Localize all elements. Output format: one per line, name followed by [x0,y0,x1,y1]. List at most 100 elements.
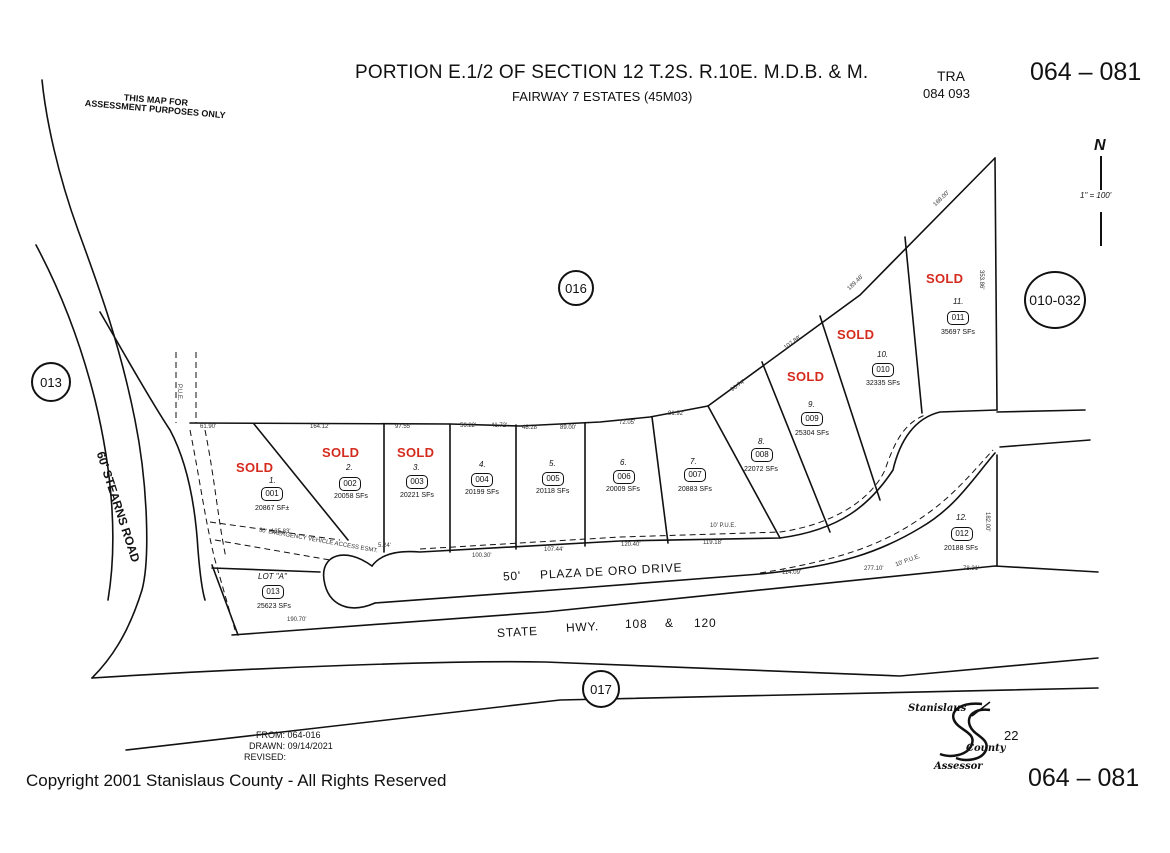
parcel-apn-007[interactable]: 007 [684,468,706,482]
dim-east-353: 353.86' [978,270,984,290]
adjacent-parcel-016: 016 [558,270,594,306]
dim-top-48: 48.28' [522,425,539,431]
lot-line-1-2 [253,423,349,541]
hwy-name-label: HWY. [565,619,600,635]
pue-lot12-line [759,449,994,574]
map-subtitle: FAIRWAY 7 ESTATES (45M03) [512,89,693,104]
access-easement-line-2 [204,429,227,559]
dim-top-61: 61.90' [200,424,217,430]
stearns-road-west-edge-lower [35,244,114,601]
dim-top-41: 41.72' [491,423,508,429]
parcel-apn-012[interactable]: 012 [951,527,973,541]
parcel-apn-011[interactable]: 011 [947,311,969,325]
lot-number-6: 6. [620,458,627,467]
hwy-108-label: 108 [625,617,648,631]
plaza-drive-south-edge [374,452,996,604]
parcel-apn-004[interactable]: 004 [471,473,493,487]
drawn-date: DRAWN: 09/14/2021 [249,741,333,751]
lot-line-10-11 [904,236,923,414]
dim-south-120: 120.40' [621,542,641,548]
dim-south-114: 114.09' [782,570,802,576]
lot-number-8: 8. [758,437,765,446]
highway-south-edge [91,657,1099,679]
sold-label-lot-1: SOLD [236,460,274,475]
lot-number-12: 12. [956,513,968,522]
lot-number-2: 2. [346,463,353,472]
parcel-apn-005[interactable]: 005 [542,472,564,486]
dim-top-56: 56.22' [460,423,477,429]
dim-south-119: 119.18' [703,540,723,546]
lot-number-3: 3. [413,463,420,472]
dim-top-81: 81.92' [668,411,685,417]
from-label: FROM: 064-016 [256,730,321,740]
parcel-apn-010[interactable]: 010 [872,363,894,377]
lot-number-1: 1. [269,476,276,485]
cul-de-sac [322,554,376,609]
parcel-area-1: 20867 SF± [255,505,290,512]
parcel-apn-003[interactable]: 003 [406,475,428,489]
parcel-area-a: 25623 SFs [257,603,291,610]
parcel-area-10: 32335 SFs [866,380,900,387]
dim-south-100: 100.30' [472,553,492,559]
lot-line-9-10 [819,315,881,501]
lot-number-9: 9. [808,400,815,409]
dim-east-182: 182.00' [984,512,990,532]
dim-top-164: 164.12' [310,424,330,430]
subdivision-north-line [189,405,709,427]
dim-south-107: 107.44' [544,547,564,553]
copyright-notice: Copyright 2001 Stanislaus County - All R… [26,771,447,790]
plaza-drive-north-edge [371,409,998,567]
lot-number-5: 5. [549,459,556,468]
stearns-road-east-edge [99,311,206,601]
stearns-road-west-edge [41,79,148,679]
parcel-apn-006[interactable]: 006 [613,470,635,484]
dim-lot-a-135: 135.83' [271,529,291,535]
north-arrow-icon [1100,156,1102,246]
lot-number-4: 4. [479,460,486,469]
map-number-top: 064 – 081 [1030,58,1142,86]
plaza-width-label: 50' [502,568,522,584]
parcel-apn-002[interactable]: 002 [339,477,361,491]
parcel-area-11: 35697 SFs [941,329,975,336]
parcel-area-7: 20883 SFs [678,486,712,493]
subdivision-northeast-line [707,157,996,407]
dim-lot-a-190: 190.70' [287,617,307,623]
parcel-area-2: 20058 SFs [334,493,368,500]
pue-plaza-line [419,414,926,550]
parcel-area-3: 20221 SFs [400,492,434,499]
parcel-apn-008[interactable]: 008 [751,448,773,462]
dim-top-89: 89.00' [560,425,577,431]
adjacent-parcel-010-032: 010-032 [1024,271,1086,329]
stanislaus-county-assessor-logo: Stanislaus County Assessor [906,698,1006,772]
adjacent-parcel-017: 017 [582,670,620,708]
lot-number-10: 10. [877,350,889,359]
sold-label-lot-9: SOLD [787,369,825,384]
lot-line-7-8 [707,405,781,539]
parcel-area-6: 20009 SFs [606,486,640,493]
ss-monogram-icon [939,701,991,762]
sold-label-lot-11: SOLD [926,271,964,286]
dim-south-277: 277.10' [864,566,884,572]
parcel-apn-009[interactable]: 009 [801,412,823,426]
parcel-apn-001[interactable]: 001 [261,487,283,501]
hwy-state-label: STATE [496,623,539,641]
parcel-area-9: 25304 SFs [795,430,829,437]
east-boundary-lower [996,409,1086,413]
parcel-apn-013[interactable]: 013 [262,585,284,599]
page-number: 22 [1004,728,1019,743]
sold-label-lot-3: SOLD [397,445,435,460]
lot-a-line [211,567,321,573]
scale-label: 1" = 100' [1080,191,1112,200]
tra-label: TRA [937,68,965,84]
dim-cul-5: 5.24' [378,543,391,549]
hwy-120-label: 120 [694,616,717,630]
lot-number-a: LOT "A" [258,572,287,581]
parcel-area-12: 20188 SFs [944,545,978,552]
dim-top-72: 72.05' [619,420,636,426]
parcel-area-8: 22072 SFs [744,466,778,473]
highway-north-edge [231,565,1099,636]
logo-line-1: Stanislaus [908,703,967,714]
lot-a-west-line [211,564,239,636]
lot-number-7: 7. [690,457,697,466]
